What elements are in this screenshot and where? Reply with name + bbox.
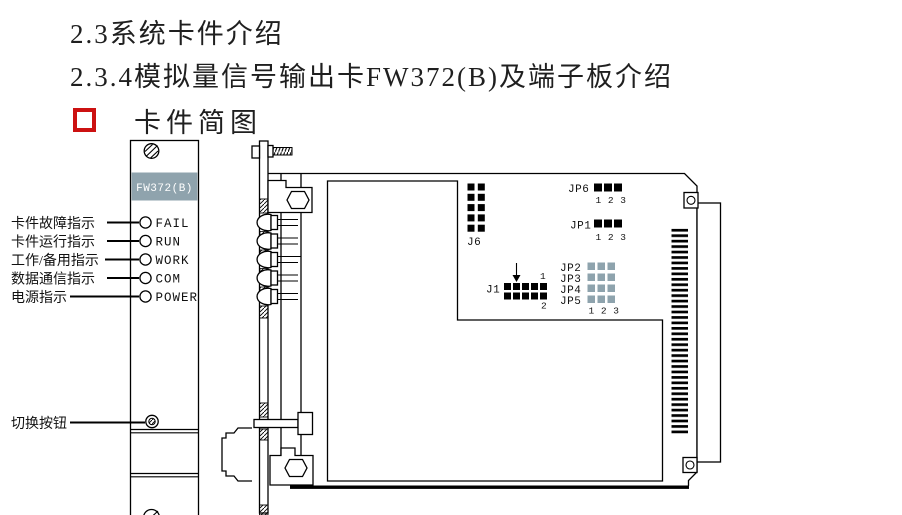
- jp2-jp5-pad-grid: [587, 262, 615, 303]
- rail-bar: [258, 140, 269, 514]
- jp4-label: JP4: [560, 285, 581, 297]
- jumper-j6: J6: [467, 183, 485, 249]
- jp6-pins: [594, 183, 622, 192]
- com-callout-label: 数据通信指示: [11, 272, 95, 288]
- top-hex-standoff-icon: [286, 190, 310, 210]
- model-label: FW372(B): [136, 183, 193, 195]
- jp3-label: JP3: [560, 274, 581, 286]
- work-led-label: WORK: [156, 254, 190, 268]
- front-panel-card: FW372(B) FAIL RUN WORK COM POWER: [129, 139, 200, 515]
- connector-finger-strip: [671, 228, 688, 434]
- hatch-block-bottom: [259, 504, 269, 515]
- led-side-power: [256, 287, 298, 306]
- fail-led-label: FAIL: [156, 217, 190, 231]
- panel-side-rail: [221, 140, 314, 515]
- led-side-work: [256, 250, 301, 269]
- com-led-label: COM: [156, 273, 182, 287]
- subsection-heading: 2.3.4模拟量信号输出卡FW372(B)及端子板介绍: [70, 62, 673, 92]
- bottom-hex-standoff-icon: [284, 458, 308, 478]
- power-led-label: POWER: [156, 291, 199, 305]
- work-led-icon: [139, 253, 152, 266]
- j1-pin2-number: 2: [541, 301, 547, 312]
- hatch-block-below-shaft: [259, 428, 269, 441]
- hatch-block-top: [259, 198, 269, 214]
- jp6-pin-numbers: 1 2 3: [596, 195, 627, 206]
- j1-pin1-arrow-icon: [512, 263, 521, 282]
- model-label-plate: [131, 172, 198, 201]
- run-callout-label: 卡件运行指示: [11, 235, 95, 251]
- card-body: [129, 139, 200, 515]
- jp6-label: JP6: [568, 184, 589, 196]
- hatch-block-lower: [259, 402, 269, 418]
- j1-label: J1: [486, 285, 500, 297]
- switch-button-icon: [145, 414, 159, 429]
- component-area-outline: [326, 180, 664, 482]
- screw-collar: [267, 144, 274, 158]
- jp1-label: JP1: [570, 221, 591, 233]
- jp1-pins: [594, 219, 622, 228]
- led-side-views: [256, 213, 301, 306]
- mounting-hole-bottom: [682, 456, 698, 474]
- section-heading: 2.3系统卡件介绍: [70, 19, 284, 49]
- fail-led-icon: [139, 216, 152, 229]
- led-side-run: [256, 232, 298, 250]
- hatch-block-mid: [259, 305, 269, 319]
- jumper-block-jp2-jp5: JP2 JP3 JP4 JP5 1 2 3: [560, 262, 620, 317]
- switch-callout-label: 切换按钮: [11, 415, 67, 432]
- screw-thread-icon: [272, 147, 293, 156]
- indicator-callouts: 卡件故障指示 卡件运行指示 工作/备用指示 数据通信指示 电源指示 切换按钮: [11, 216, 145, 432]
- jp5-label: JP5: [560, 296, 581, 308]
- panel-screw-bottom-icon: [143, 508, 160, 515]
- jumper-jp1: JP1 1 2 3: [570, 219, 627, 243]
- mounting-hole-top: [683, 191, 699, 209]
- run-led-icon: [139, 234, 152, 248]
- red-square-bullet-icon: [73, 108, 96, 132]
- run-led-label: RUN: [156, 236, 182, 250]
- jp5-pin-numbers: 1 2 3: [589, 306, 620, 317]
- din-connector-shroud: [696, 202, 722, 463]
- jumper-jp6: JP6 1 2 3: [568, 183, 627, 206]
- extractor-clip: [221, 427, 252, 482]
- power-led-icon: [139, 290, 152, 303]
- figure-caption: 卡件简图: [134, 108, 262, 138]
- led-side-com: [256, 269, 298, 287]
- panel-screw-top-icon: [143, 143, 160, 159]
- switch-shaft: [253, 418, 299, 429]
- panel-leds: FAIL RUN WORK COM POWER: [139, 216, 199, 305]
- jp2-label: JP2: [560, 263, 581, 275]
- power-callout-label: 电源指示: [11, 290, 67, 306]
- work-callout-label: 工作/备用指示: [11, 252, 99, 269]
- j1-pin1-number: 1: [540, 271, 546, 282]
- fail-callout-label: 卡件故障指示: [11, 216, 95, 232]
- j1-pin-grid: [504, 283, 547, 300]
- j6-pin-grid: [467, 183, 485, 232]
- com-led-icon: [139, 271, 152, 285]
- card-divider-lines: [130, 428, 199, 478]
- switch-shaft-head: [297, 411, 314, 436]
- led-side-fail: [256, 213, 298, 232]
- circuit-board: [268, 172, 722, 489]
- j6-label: J6: [467, 237, 481, 249]
- jumper-j1: J1 1 2: [486, 263, 547, 312]
- rail-screw-head: [251, 145, 261, 159]
- board-bottom-bar: [290, 485, 689, 489]
- jp1-pin-numbers: 1 2 3: [596, 232, 627, 243]
